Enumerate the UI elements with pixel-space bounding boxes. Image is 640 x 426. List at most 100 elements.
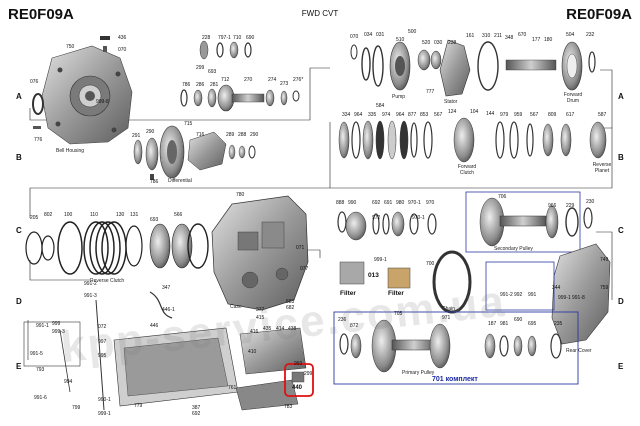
part-number-label: 273	[280, 81, 289, 87]
part-number-label: 981	[500, 321, 509, 327]
part-number-label: 415	[256, 315, 265, 321]
part-number-label: 959	[514, 112, 523, 118]
caption-primary-pulley: Primary Pulley	[402, 370, 435, 376]
part-number-label: 587	[598, 112, 607, 118]
part-number-label: 438	[288, 326, 297, 332]
part-number-label: 070	[118, 47, 127, 53]
caption-pump: Pump	[392, 94, 406, 100]
part-number-label: 991-6	[34, 395, 47, 401]
part-number-label: 290	[250, 132, 259, 138]
part-number-label: 761	[228, 385, 237, 391]
part-number-label: 705	[394, 311, 403, 317]
part-number-label: 076	[30, 79, 39, 85]
part-number-label: 809	[548, 112, 557, 118]
solenoid-box	[23, 321, 81, 367]
caption-secondary-pulley: Secondary Pulley	[494, 246, 533, 252]
part-number-label: 999-8	[96, 99, 109, 105]
part-number-label: 970-1	[408, 200, 421, 206]
connector-lines	[27, 67, 613, 360]
part-number-label: 786	[182, 82, 191, 88]
part-number-label: 144	[486, 111, 495, 117]
valve-body-and-pan	[59, 291, 307, 411]
part-number-label: 802	[44, 212, 53, 218]
differential-assembly	[133, 125, 256, 180]
caption-forward-drum: Forward Drum	[563, 92, 583, 104]
row-letter-b-right: B	[618, 153, 624, 162]
part-number-label: 980	[396, 200, 405, 206]
highlight-box-440	[284, 363, 314, 397]
part-number-label: 030	[434, 40, 443, 46]
forward-clutch-pack	[338, 117, 607, 163]
part-number-label: 387	[192, 405, 201, 411]
part-number-label: 334	[342, 112, 351, 118]
part-number-label: 995	[98, 353, 107, 359]
part-number-label: 034	[364, 32, 373, 38]
caption-differential: Differential	[168, 178, 192, 184]
caption-bell-housing: Bell Housing	[56, 148, 85, 154]
pump-stator-drum	[350, 39, 596, 97]
part-number-label: 205	[30, 215, 39, 221]
part-number-label: 071	[296, 245, 305, 251]
part-number-label: 715	[184, 121, 193, 127]
part-number-label: 310	[482, 33, 491, 39]
caption-forward-clutch: Forward Clutch	[457, 164, 477, 176]
part-number-label: 750	[66, 44, 75, 50]
row-letter-a: A	[16, 92, 22, 101]
part-number-label: 291	[132, 133, 141, 139]
part-number-label: 971	[442, 315, 451, 321]
plug-436	[100, 36, 110, 40]
part-number-label: 510	[396, 37, 405, 43]
part-number-label: 991-2	[500, 292, 513, 298]
part-number-label: 970	[426, 200, 435, 206]
bolt-776	[33, 126, 41, 129]
part-number-label: 130	[116, 212, 125, 218]
bell-housing	[41, 45, 133, 145]
caption-stator: Stator	[444, 99, 458, 105]
part-number-label: 288	[238, 132, 247, 138]
part-number-label: 414	[276, 326, 285, 332]
primary-pulley-group	[339, 319, 562, 373]
part-number-label: 693	[150, 217, 159, 223]
kit-label: 701 комплект	[432, 376, 478, 383]
secondary-pulley-group	[337, 197, 593, 247]
part-number-label: 999-1	[98, 411, 111, 417]
part-number-label: 446-1	[162, 307, 175, 313]
part-number-label: 436	[118, 35, 127, 41]
part-number-label: 410	[248, 349, 257, 355]
part-number-label: 377	[256, 307, 265, 313]
part-number-label: 692	[372, 200, 381, 206]
part-number-label: 344	[552, 285, 561, 291]
part-number-label: 520	[422, 40, 431, 46]
filter-left-image	[339, 261, 365, 285]
part-number-label: 110	[90, 212, 98, 218]
filter-label-left: Filter	[340, 290, 356, 297]
part-number-label: 281	[210, 82, 219, 88]
part-number-label: 793	[36, 367, 45, 373]
part-number-label: 290	[146, 129, 155, 135]
row-a-gears	[180, 40, 300, 112]
part-number-label: 274	[268, 77, 277, 83]
reverse-clutch-rings	[25, 221, 209, 275]
part-number-label: 416	[250, 329, 259, 335]
part-number-label: 700	[426, 261, 435, 267]
part-number-label: 994	[64, 379, 73, 385]
part-number-label: 716	[196, 132, 205, 138]
part-number-label: 991-8	[572, 295, 585, 301]
part-number-label: 999-1	[558, 295, 571, 301]
filter-right-image	[387, 267, 411, 289]
title-left: RE0F09A	[8, 6, 74, 23]
part-440-image	[291, 371, 305, 383]
secondary-pulley-frame	[465, 191, 581, 253]
part-number-label: 104	[470, 109, 479, 115]
part-number-label: 966	[548, 203, 557, 209]
seal-076	[32, 93, 44, 115]
part-number-label: 180	[544, 37, 553, 43]
row-letter-c-right: C	[618, 226, 624, 235]
part-number-label: 712	[221, 77, 230, 83]
row-letter-e-right: E	[618, 362, 624, 371]
part-number-label: 872	[350, 323, 359, 329]
part-number-label: 567	[434, 112, 443, 118]
part-number-label: 567	[530, 112, 539, 118]
